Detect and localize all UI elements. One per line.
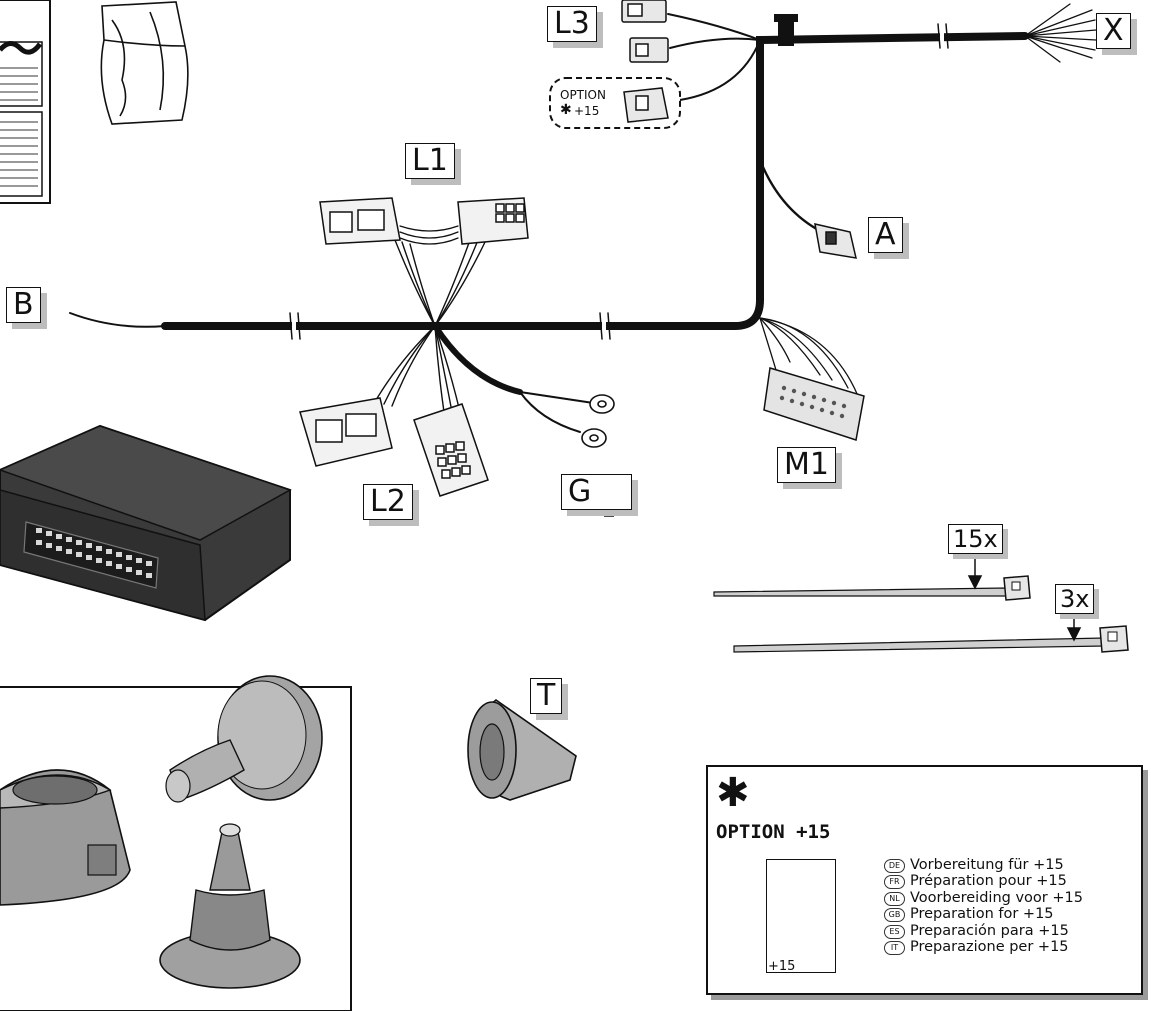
main-harness <box>69 3 1097 433</box>
label-3x: 3x <box>1055 584 1095 614</box>
label-15x: 15x <box>948 524 1003 554</box>
legend-icon-box: +15 <box>766 859 836 974</box>
label-M1: M1 <box>777 447 836 483</box>
socket-icon <box>0 675 352 1011</box>
ring-terminal-1 <box>589 394 615 414</box>
grommet-icon <box>467 699 577 801</box>
label-G: G <box>561 474 633 510</box>
connector-A <box>814 223 857 259</box>
connector-L1-right <box>457 197 529 245</box>
cable-tie-icon <box>713 575 1031 601</box>
label-A: A <box>868 217 903 253</box>
connector-L2-right <box>413 403 489 497</box>
legend-star: ✱ <box>716 770 750 816</box>
label-L3: L3 <box>547 6 597 42</box>
option-connector <box>549 77 681 129</box>
connector-L3-2 <box>629 37 669 63</box>
connector-M1 <box>763 367 865 441</box>
ring-terminal-2 <box>581 428 607 448</box>
label-X: X <box>1096 13 1131 49</box>
option-connector-label: OPTION <box>560 88 606 102</box>
option-connector-value: +15 <box>574 104 600 118</box>
label-L1: L1 <box>405 143 455 179</box>
control-module-icon <box>0 424 292 622</box>
label-T: T <box>530 678 563 714</box>
label-B: B <box>6 287 41 323</box>
cable-tie-icon <box>733 625 1129 653</box>
legend-title: OPTION +15 <box>716 821 831 843</box>
connector-L1-left <box>319 197 401 245</box>
manual-icon <box>0 0 51 204</box>
bag-icon <box>100 1 189 125</box>
option-connector-star: ✱ <box>560 102 572 118</box>
label-L2: L2 <box>363 484 413 520</box>
connector-L2-left <box>299 397 393 467</box>
legend-icon-label: +15 <box>768 959 796 974</box>
connector-L3-1 <box>621 0 667 23</box>
